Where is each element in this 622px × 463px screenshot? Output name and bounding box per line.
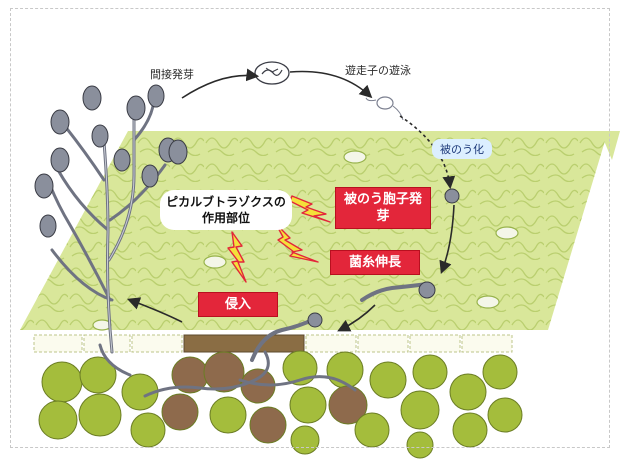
label-cyst-germination: 被のう胞子発芽 [343, 192, 422, 224]
cyst-germination-box: 被のう胞子発芽 [335, 187, 431, 229]
lightning-bolt-hypha [275, 223, 319, 263]
sporangium [147, 84, 165, 108]
internal-hyphae [98, 343, 357, 398]
sporangium [50, 109, 70, 135]
sporangium [168, 139, 188, 165]
lightning-bolt-penetration [227, 231, 247, 283]
stoma [203, 255, 227, 269]
leaf-surface-pattern [20, 131, 608, 330]
figure-frame [10, 8, 610, 448]
sporangia [34, 84, 188, 238]
sporangium [113, 148, 131, 172]
sporangium [141, 164, 159, 188]
hyphal-elongation-box: 菌糸伸長 [330, 250, 420, 275]
label-zoospore-swimming: 遊走子の遊泳 [345, 64, 411, 77]
label-penetration: 侵入 [224, 297, 251, 312]
label-indirect-germination: 間接発芽 [150, 68, 194, 81]
arrow-penetration-to-tree [127, 297, 183, 323]
releasing-sporangium [254, 61, 290, 85]
germinating-hypha [360, 281, 436, 302]
mesophyll-cells [38, 350, 523, 459]
label-hyphal-elongation: 菌糸伸長 [348, 255, 401, 270]
penetration-box: 侵入 [198, 292, 278, 317]
arrow-sporangium-to-zoospore [289, 70, 373, 99]
arrow-cyst-to-hypha [439, 204, 455, 274]
lightning-bolts [227, 195, 331, 283]
action-site-box: ピカルブトラゾクスの作用部位 [160, 190, 292, 230]
epidermis-row [33, 334, 513, 353]
arrow-hypha-to-penetration [337, 304, 376, 332]
sporangiophore-highlight [103, 114, 135, 353]
stomata [92, 150, 519, 331]
stoma [476, 295, 500, 309]
label-action-site: ピカルブトラゾクスの作用部位 [166, 195, 286, 225]
damaged-epidermis [183, 334, 305, 353]
arrow-tree-to-sporangium [181, 68, 260, 99]
stoma [495, 226, 519, 240]
penetrating-hypha [250, 312, 323, 362]
lightning-bolt-cyst [289, 195, 331, 223]
sporangium [126, 95, 146, 121]
sporangium [82, 85, 102, 111]
sporangium [91, 124, 109, 148]
label-encystment: 被のう化 [432, 139, 492, 159]
leaf-edge [600, 131, 620, 160]
sporangium [50, 147, 70, 173]
stoma [343, 150, 367, 164]
zoospore [365, 96, 404, 121]
sporangium [34, 173, 54, 199]
sporangium [39, 214, 57, 238]
